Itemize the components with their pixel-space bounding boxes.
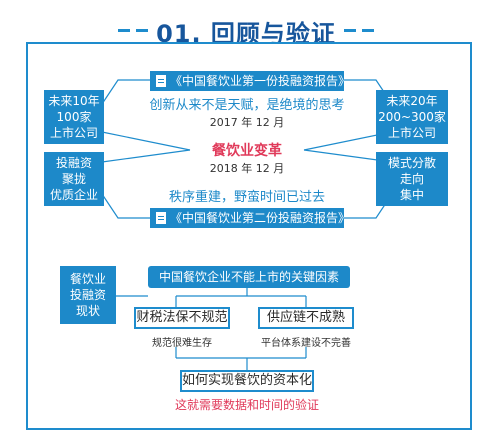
box-line: 优质企业 <box>49 188 98 202</box>
report-banner-1: 《中国餐饮业第一份投融资报告》 <box>150 71 350 91</box>
capitalization-question-box: 如何实现餐饮的资本化 <box>180 370 314 392</box>
box-line: 聚拢 <box>61 172 86 186</box>
box-line: 200~300家 <box>378 110 446 124</box>
document-icon <box>156 212 166 224</box>
box-line: 集中 <box>399 188 424 202</box>
box-line: 模式分散 <box>387 156 436 170</box>
quote-order: 秩序重建，野蛮时间已过去 <box>168 190 325 205</box>
box-line: 未来20年 <box>386 94 438 108</box>
validation-answer: 这就需要数据和时间的验证 <box>174 398 319 412</box>
box-line: 上市公司 <box>49 126 98 140</box>
factor-supply-box: 供应链不成熟 <box>258 307 354 329</box>
right-bottom-box: 模式分散 走向 集中 <box>376 152 448 206</box>
box-line: 投融资 <box>69 288 106 302</box>
right-top-box: 未来20年 200~300家 上市公司 <box>376 90 448 144</box>
box-line: 走向 <box>399 172 424 186</box>
left-bottom-box: 投融资 聚拢 优质企业 <box>44 152 104 206</box>
date-2018: 2018 年 12 月 <box>209 162 285 175</box>
factor-supply-note: 平台体系建设不完善 <box>261 338 351 349</box>
box-line: 现状 <box>75 304 100 318</box>
box-line: 餐饮业 <box>69 272 106 286</box>
report-banner-2: 《中国餐饮业第二份投融资报告》 <box>150 208 350 228</box>
left-top-box: 未来10年 100家 上市公司 <box>44 90 104 144</box>
box-line: 上市公司 <box>387 126 436 140</box>
header-dash <box>362 29 374 32</box>
header-dash <box>118 29 130 32</box>
box-line: 投融资 <box>55 156 92 170</box>
report-title-2: 《中国餐饮业第二份投融资报告》 <box>170 211 351 225</box>
factor-tax-note: 规范很难生存 <box>152 338 212 349</box>
document-icon <box>156 75 166 87</box>
status-label-box: 餐饮业 投融资 现状 <box>60 266 116 324</box>
header-dash <box>344 29 356 32</box>
header-dash <box>136 29 148 32</box>
date-2017: 2017 年 12 月 <box>209 116 285 129</box>
box-line: 未来10年 <box>48 94 100 108</box>
report-title-1: 《中国餐饮业第一份投融资报告》 <box>170 74 351 88</box>
quote-innovation: 创新从来不是天赋，是绝境的思考 <box>149 98 345 113</box>
highlight-reform: 餐饮业变革 <box>212 143 282 159</box>
factor-tax-box: 财税法保不规范 <box>134 307 230 329</box>
key-factor-title: 中国餐饮企业不能上市的关键因素 <box>148 266 350 288</box>
box-line: 100家 <box>56 110 92 124</box>
